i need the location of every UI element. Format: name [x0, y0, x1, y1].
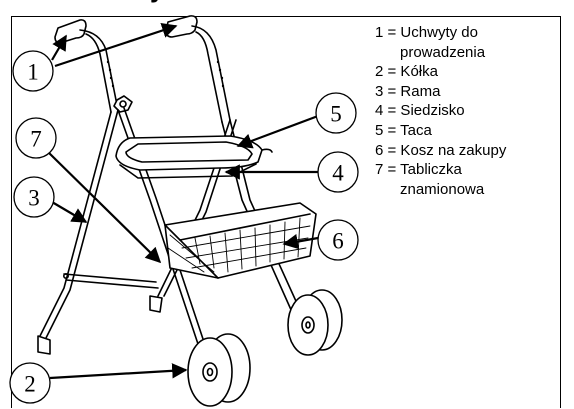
seat-tray-shape — [115, 135, 263, 171]
callout-number-2: 2 — [24, 372, 36, 397]
callout-circle-6 — [317, 219, 359, 261]
left-handle-grip-shape — [54, 19, 87, 44]
callout-circle-3 — [13, 176, 55, 218]
callout-circle-2 — [9, 362, 51, 404]
legend-item-7-cont: znamionowa — [400, 180, 485, 198]
legend-item-4: 4 = Siedzisko — [375, 102, 465, 120]
legend-item-2: 2 = Kółka — [375, 63, 438, 81]
callout-circle-5 — [315, 92, 357, 134]
callout-circle-4 — [317, 151, 359, 193]
legend-item-3: 3 = Rama — [375, 82, 441, 100]
basket-shape — [164, 202, 317, 279]
parts-legend: 1 = Uchwyty do prowadzenia 2 = Kółka 3 =… — [375, 23, 506, 199]
legend-item-6: 6 = Kosz na zakupy — [375, 141, 507, 159]
legend-item-7: 7 = Tabliczka — [375, 161, 462, 179]
front-left-foot — [37, 335, 51, 355]
front-right-foot — [149, 295, 163, 313]
legend-item-1: 1 = Uchwyty do — [375, 24, 478, 41]
callout-number-5: 5 — [330, 102, 342, 127]
front-wheel-shape — [187, 333, 251, 407]
callout-circle-7 — [15, 117, 57, 159]
callout-number-4: 4 — [332, 161, 344, 186]
rear-wheel-shape — [287, 289, 343, 356]
brake-knob-shape — [113, 95, 133, 113]
cropped-title: y — [150, 0, 410, 13]
callout-number-6: 6 — [332, 229, 344, 254]
callout-circle-1 — [12, 50, 54, 92]
figure-frame — [11, 16, 561, 408]
callout-number-3: 3 — [28, 186, 40, 211]
callout-number-7: 7 — [30, 127, 42, 152]
legend-item-1-cont: prowadzenia — [400, 43, 486, 61]
legend-item-5: 5 = Taca — [375, 121, 432, 139]
callout-number-1: 1 — [27, 60, 39, 85]
